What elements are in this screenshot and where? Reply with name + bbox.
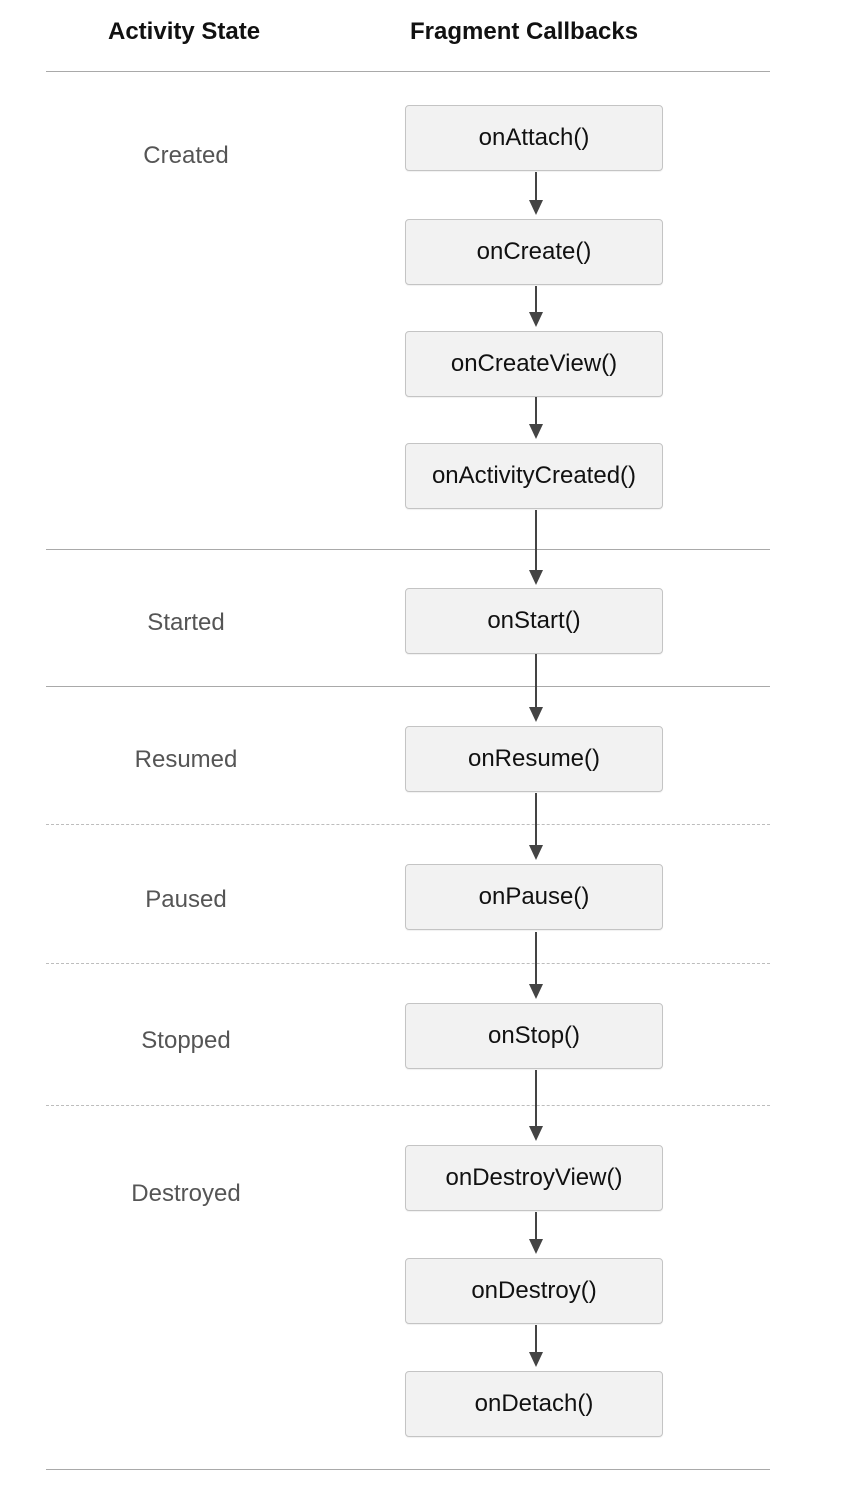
callback-label: onStart() — [487, 607, 581, 634]
fragment-callbacks-header: Fragment Callbacks — [410, 18, 639, 45]
state-resumed: Resumed — [134, 746, 238, 773]
arrowhead-2 — [529, 312, 543, 327]
callback-label: onStop() — [487, 1022, 581, 1049]
callback-on-destroy: onDestroy() — [405, 1258, 663, 1324]
callback-label: onResume() — [467, 745, 601, 772]
callback-label: onCreate() — [476, 238, 592, 265]
arrowhead-4 — [529, 570, 543, 585]
state-paused: Paused — [145, 886, 227, 913]
state-started: Started — [147, 609, 225, 636]
callback-label: onPause() — [478, 883, 590, 910]
header-divider — [46, 71, 770, 72]
divider-created-started — [46, 549, 770, 550]
arrowhead-6 — [529, 845, 543, 860]
state-created: Created — [143, 142, 229, 169]
callback-on-detach: onDetach() — [405, 1371, 663, 1437]
divider-resumed-paused — [46, 824, 770, 825]
divider-stopped-destroyed — [46, 1105, 770, 1106]
arrowhead-5 — [529, 707, 543, 722]
arrowhead-7 — [529, 984, 543, 999]
state-stopped: Stopped — [141, 1027, 231, 1054]
state-destroyed: Destroyed — [131, 1180, 241, 1207]
arrowhead-9 — [529, 1239, 543, 1254]
callback-on-stop: onStop() — [405, 1003, 663, 1069]
callback-on-create-view: onCreateView() — [405, 331, 663, 397]
callback-on-pause: onPause() — [405, 864, 663, 930]
divider-paused-stopped — [46, 963, 770, 964]
bottom-divider — [46, 1469, 770, 1470]
callback-label: onDestroyView() — [445, 1164, 623, 1191]
arrowhead-10 — [529, 1352, 543, 1367]
callback-label: onDetach() — [474, 1390, 594, 1417]
callback-label: onAttach() — [478, 124, 590, 151]
callback-label: onDestroy() — [471, 1277, 597, 1304]
callback-on-start: onStart() — [405, 588, 663, 654]
arrowhead-3 — [529, 424, 543, 439]
divider-started-resumed — [46, 686, 770, 687]
callback-on-resume: onResume() — [405, 726, 663, 792]
callback-on-create: onCreate() — [405, 219, 663, 285]
callback-on-destroy-view: onDestroyView() — [405, 1145, 663, 1211]
callback-label: onActivityCreated() — [431, 462, 637, 489]
callback-label: onCreateView() — [450, 350, 618, 377]
activity-state-header: Activity State — [108, 18, 261, 45]
arrowhead-8 — [529, 1126, 543, 1141]
callback-on-activity-created: onActivityCreated() — [405, 443, 663, 509]
callback-on-attach: onAttach() — [405, 105, 663, 171]
arrowhead-1 — [529, 200, 543, 215]
